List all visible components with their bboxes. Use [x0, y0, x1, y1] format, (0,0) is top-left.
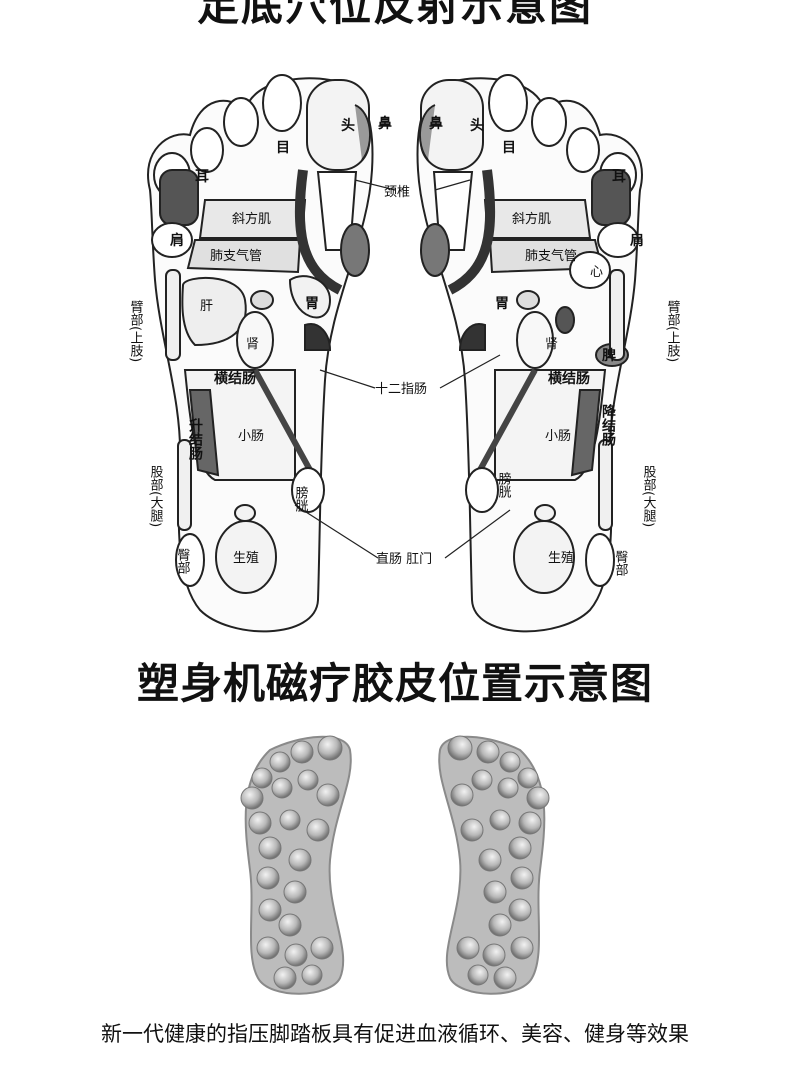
label-ear-right: 耳: [612, 169, 626, 185]
label-transverse-colon-left: 横结肠: [214, 370, 256, 387]
left-massage-pad: [240, 735, 352, 995]
label-trapezius-left: 斜方肌: [232, 211, 271, 227]
label-bladder-right: 膀胱: [496, 471, 512, 499]
label-arm-right: 臂部(上肢): [665, 300, 681, 362]
label-thigh-left: 股部(大腿): [148, 465, 164, 527]
label-nose-right: 鼻: [429, 115, 443, 132]
label-lung-right: 肺支气管: [525, 248, 577, 264]
label-small-intestine-left: 小肠: [238, 429, 264, 444]
right-foot: [416, 74, 643, 633]
label-shoulder-right: 肩: [630, 232, 644, 249]
label-reproductive-right: 生殖: [548, 550, 574, 566]
label-lung-left: 肺支气管: [210, 248, 262, 264]
label-eye-left: 目: [276, 140, 290, 156]
label-reproductive-left: 生殖: [233, 550, 259, 566]
label-duodenum: 十二指肠: [375, 382, 427, 397]
label-head-right: 头: [470, 117, 484, 134]
label-rectum-anus: 直肠 肛门: [376, 552, 432, 567]
label-stomach-left: 胃: [305, 296, 319, 312]
massage-pads-illustration: [240, 735, 550, 995]
label-hip-right: 臀部: [613, 550, 629, 576]
label-spleen: 脾: [602, 347, 616, 364]
label-arm-left: 臂部(上肢): [128, 300, 144, 362]
label-liver: 肝: [200, 299, 213, 314]
label-eye-right: 目: [502, 140, 516, 156]
label-cervical: 颈椎: [384, 185, 410, 200]
section-title: 塑身机磁疗胶皮位置示意图: [136, 659, 653, 708]
label-hip-left: 臀部: [175, 548, 191, 574]
label-trapezius-right: 斜方肌: [512, 211, 551, 227]
label-kidney-left: 肾: [246, 337, 259, 352]
label-transverse-colon-right: 横结肠: [548, 370, 590, 387]
label-thigh-right: 股部(大腿): [641, 465, 657, 527]
label-bladder-left: 膀胱: [293, 485, 309, 513]
label-descending-colon: 降结肠: [600, 403, 616, 447]
footer-caption: 新一代健康的指压脚踏板具有促进血液循环、美容、健身等效果: [101, 1022, 689, 1046]
right-massage-pad: [438, 735, 550, 995]
label-stomach-right: 胃: [495, 296, 509, 312]
label-ascending-colon: 升结肠: [187, 417, 203, 461]
label-heart: 心: [590, 265, 603, 280]
label-small-intestine-right: 小肠: [545, 429, 571, 444]
label-kidney-right: 肾: [545, 337, 558, 352]
label-ear-left: 耳: [195, 169, 209, 185]
label-head-left: 头: [341, 117, 355, 134]
page-title: 足底穴位反射示意图: [196, 0, 593, 30]
left-foot: [147, 74, 374, 633]
leader-lines: [294, 179, 511, 559]
foot-reflexology-diagram: 头 鼻 目 耳 颈椎 斜方肌 肩 肺支气管 肝 胃 肾 十二指肠 横结肠 小肠 …: [128, 74, 681, 633]
label-shoulder-left: 肩: [170, 232, 184, 249]
label-nose-left: 鼻: [378, 115, 392, 132]
